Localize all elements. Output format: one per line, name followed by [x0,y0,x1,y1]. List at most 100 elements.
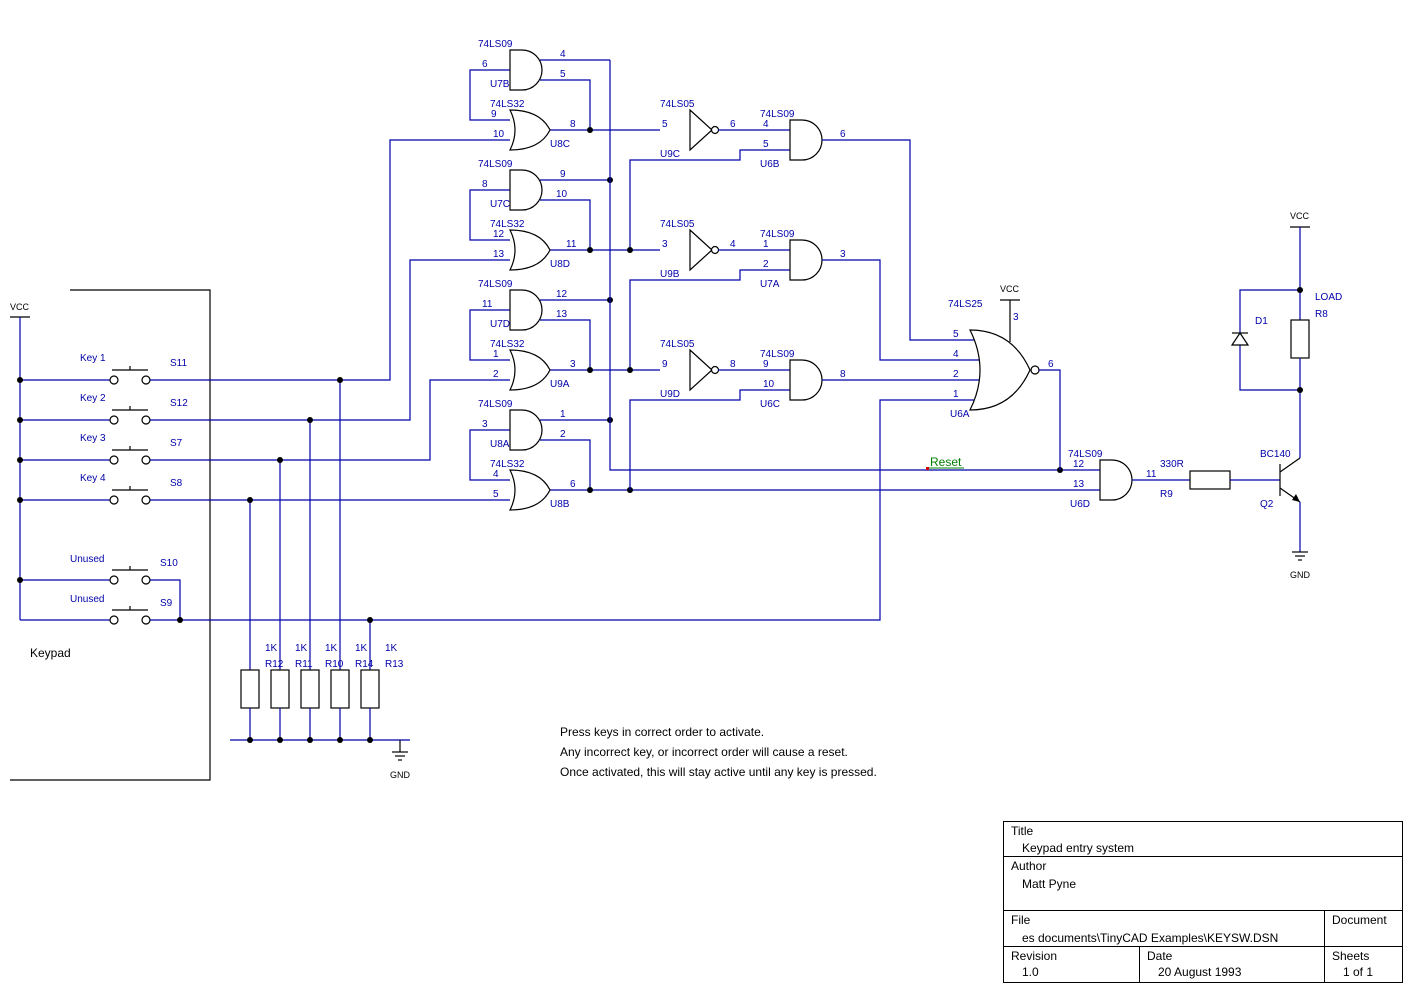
svg-text:5: 5 [662,119,668,130]
note-line-1: Press keys in correct order to activate. [560,725,764,739]
key-wires [150,139,980,670]
svg-text:6: 6 [482,59,488,70]
svg-text:5: 5 [763,139,769,150]
svg-text:12: 12 [493,229,505,240]
and-gate-u7d[interactable]: 74LS09 U7D 11 13 12 [478,279,568,331]
resistor-r14[interactable]: 1K R14 [330,643,374,740]
gate-type: 74LS09 [478,159,513,170]
load-r8[interactable]: LOAD R8 [1290,292,1342,359]
nor-gate-u6a[interactable]: VCC 74LS25 U6A 5 4 2 1 6 3 [948,284,1061,470]
svg-text:74LS05: 74LS05 [660,219,695,230]
switch-ref-label: S8 [170,478,183,489]
inverter-u9c[interactable] [689,108,713,152]
svg-text:U9B: U9B [660,269,680,280]
svg-text:74LS09: 74LS09 [1068,449,1103,460]
svg-text:10: 10 [493,129,505,140]
switch-ref-label: S11 [170,358,187,369]
svg-text:R8: R8 [1315,309,1328,320]
gnd-label-resistors: GND [390,770,411,780]
resistor-r11[interactable]: 1K R11 [270,643,313,740]
and-gate-u6d[interactable]: 74LS09 U6D 12 13 11 [1068,449,1190,510]
svg-text:VCC: VCC [1000,284,1020,294]
svg-text:9: 9 [662,359,668,370]
svg-text:4: 4 [953,349,959,360]
gate-ref: U8C [550,139,570,150]
svg-text:6: 6 [840,129,846,140]
and-gate-u7a[interactable] [789,239,823,281]
switch-s10[interactable]: Unused S10 [20,554,178,585]
switch-s7[interactable]: Key 3 S7 [20,433,183,465]
svg-text:11: 11 [1146,469,1157,480]
svg-text:BC140: BC140 [1260,449,1291,460]
and-gate-u8a[interactable]: 74LS09 U8A 3 2 1 [478,399,566,451]
resistor-ref: R12 [265,659,284,670]
and-gate-u7b[interactable]: 74LS09 U7B 6 5 4 [478,39,566,91]
svg-text:5: 5 [953,329,959,340]
resistor-r10[interactable]: 1K R10 [300,643,344,740]
svg-text:LOAD: LOAD [1315,292,1342,303]
resistor-r12[interactable]: 1K R12 [240,643,284,740]
document-cell: Document [1325,911,1402,947]
gate-type: 74LS32 [490,459,525,470]
resistor-bank: 1K R12 1K R11 1K R10 1K R14 1K R13 GND [230,643,411,780]
resistor-ref: R11 [295,659,313,670]
svg-text:GND: GND [1290,570,1311,580]
vcc-label-keypad: VCC [10,302,30,312]
svg-text:9: 9 [560,169,566,180]
svg-text:13: 13 [1073,479,1085,490]
stage-1: 74LS09 U7B 6 5 4 74LS32 U8C 9 10 8 [469,39,660,151]
svg-text:1: 1 [953,389,959,400]
or-gate-u8c[interactable]: 74LS32 U8C 9 10 8 [490,99,576,151]
svg-text:12: 12 [556,289,568,300]
gate-type: 74LS32 [490,339,525,350]
svg-text:1: 1 [560,409,566,420]
svg-text:13: 13 [493,249,505,260]
svg-text:74LS09: 74LS09 [760,349,795,360]
inverter-u9d[interactable] [689,348,713,392]
svg-text:2: 2 [953,369,959,380]
svg-text:1: 1 [493,349,499,360]
or-gate-u8d[interactable]: 74LS32 U8D 12 13 11 [490,219,577,271]
svg-text:VCC: VCC [1290,211,1310,221]
switch-s11[interactable]: Key 1 S11 [20,353,187,385]
gate-type: 74LS09 [478,399,513,410]
svg-text:6: 6 [730,119,736,130]
resistor-r13[interactable]: 1K R13 [360,643,404,740]
note-line-3: Once activated, this will stay active un… [560,765,877,779]
resistor-ref: R10 [325,659,344,670]
switch-key-label: Unused [70,554,104,565]
svg-text:1: 1 [763,239,769,250]
switch-key-label: Key 4 [80,473,106,484]
svg-text:3: 3 [482,419,488,430]
keypad-label: Keypad [30,646,71,660]
or-gate-u8b[interactable]: 74LS32 U8B 4 5 6 [490,459,576,511]
svg-text:8: 8 [730,359,736,370]
switch-ref-label: S7 [170,438,183,449]
diode-d1[interactable]: D1 [1230,289,1300,391]
and-gate-u7c[interactable]: 74LS09 U7C 8 10 9 [478,159,568,211]
stage-4: 74LS09 U8A 3 2 1 74LS32 U8B 4 5 6 [469,399,1100,511]
switch-s9[interactable]: Unused S9 [20,594,173,625]
resistor-value: 1K [385,643,398,654]
author-value: Matt Pyne [1022,877,1077,891]
switch-s12[interactable]: Key 2 S12 [20,393,188,425]
file-cell: File es documents\TinyCAD Examples\KEYSW… [1004,911,1325,947]
or-gate-u9a[interactable]: 74LS32 U9A 1 2 3 [490,339,576,391]
svg-text:6: 6 [1048,359,1054,370]
switch-s8[interactable]: Key 4 S8 [20,473,183,505]
revision-value: 1.0 [1022,965,1039,979]
gate-ref: U7C [490,199,510,210]
and-gate-u6c[interactable] [789,359,823,401]
switch-key-label: Unused [70,594,104,605]
inverter-u9b[interactable] [689,228,713,272]
transistor-q2[interactable]: BC140 Q2 [1260,449,1301,510]
sheets-cell: Sheets 1 of 1 [1325,947,1402,982]
keypad: Keypad VCC Key 1 S11 Key 2 S12 Key 3 S7 [10,289,211,781]
svg-text:10: 10 [556,189,568,200]
svg-text:U6D: U6D [1070,499,1090,510]
svg-text:8: 8 [482,179,488,190]
switch-key-label: Key 2 [80,393,106,404]
and-gate-u6b[interactable] [789,119,823,161]
svg-text:3: 3 [662,239,668,250]
svg-text:74LS25: 74LS25 [948,299,983,310]
